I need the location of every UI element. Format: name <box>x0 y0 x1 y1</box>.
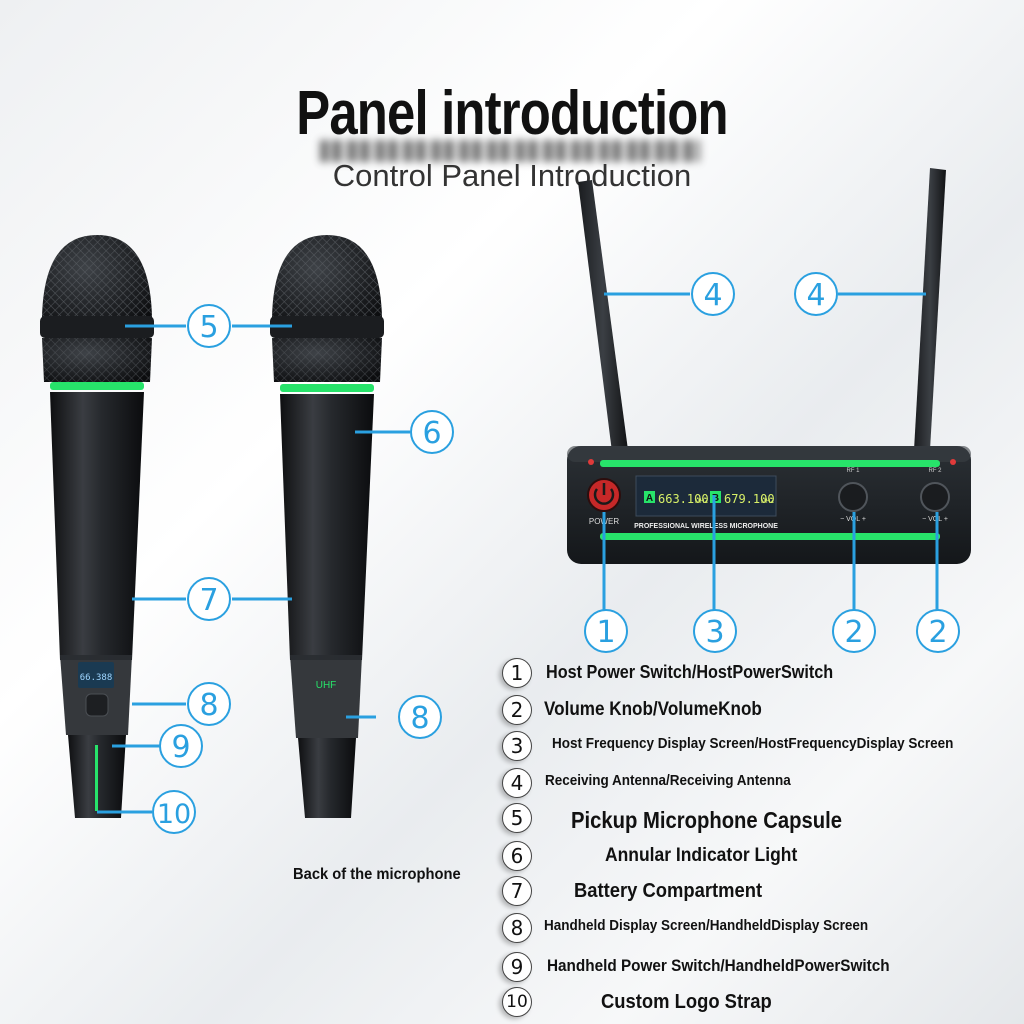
handheld-display-value: 66.388 <box>80 673 113 683</box>
legend-number: 7 <box>502 876 532 906</box>
callout-number-2-right: 2 <box>928 615 947 650</box>
page-title: Panel introduction <box>296 79 728 148</box>
legend-number: 1 <box>502 658 532 688</box>
indicator-ring-right <box>280 384 374 392</box>
microphone-left: 66.388 <box>40 235 154 818</box>
legend-item: 10 Custom Logo Strap <box>498 987 1018 1021</box>
legend-item: 6 Annular Indicator Light <box>498 841 1018 875</box>
legend-number: 5 <box>502 803 532 833</box>
handheld-power-button <box>85 693 109 717</box>
legend-text: Battery Compartment <box>574 880 763 902</box>
handheld-display-screen <box>78 662 114 688</box>
channel-a-letter: A <box>646 493 653 504</box>
channel-a-frequency: 663.100 <box>658 492 709 506</box>
callout-circles <box>152 272 960 834</box>
legend-text: Receiving Antenna/Receiving Antenna <box>545 772 791 789</box>
volume-knob-1 <box>838 482 868 512</box>
legend-number: 10 <box>502 987 532 1017</box>
legend-text: Handheld Power Switch/HandheldPowerSwitc… <box>547 956 890 975</box>
mic-band-label: UHF <box>316 680 337 691</box>
legend-item: 9 Handheld Power Switch/HandheldPowerSwi… <box>498 952 1018 986</box>
callout-number-3: 3 <box>705 615 724 650</box>
antenna-right <box>914 168 946 450</box>
callout-number-4-left: 4 <box>703 278 722 313</box>
legend-item: 3 Host Frequency Display Screen/HostFreq… <box>498 731 1018 765</box>
callout-lines <box>97 292 939 814</box>
legend-number: 8 <box>502 913 532 943</box>
legend-number: 4 <box>502 768 532 798</box>
legend-number: 2 <box>502 695 532 725</box>
rf2-label: RF 2 <box>928 468 942 474</box>
legend-text: Host Power Switch/HostPowerSwitch <box>546 662 834 682</box>
subtitle-blur-overlay <box>320 140 700 162</box>
callout-number-8-left: 8 <box>199 688 218 723</box>
callout-number-8-right: 8 <box>410 701 429 736</box>
legend-item: 7 Battery Compartment <box>498 876 1018 910</box>
callout-number-5: 5 <box>199 310 218 345</box>
legend-text: Annular Indicator Light <box>605 845 798 866</box>
callout-number-6: 6 <box>422 416 441 451</box>
page-subtitle: Control Panel Introduction <box>332 158 692 193</box>
rf1-label: RF 1 <box>846 468 860 474</box>
legend-item: 1 Host Power Switch/HostPowerSwitch <box>498 658 1018 692</box>
channel-a-unit: MHZ <box>695 499 708 505</box>
legend-item: 2 Volume Knob/VolumeKnob <box>498 695 1018 729</box>
receiver-unit: POWER A 663.100 MHZ B 679.100 MHZ PROFES… <box>567 446 971 564</box>
volume-label-2: − VOL + <box>922 516 948 523</box>
legend-text: Pickup Microphone Capsule <box>571 807 843 833</box>
host-frequency-display <box>635 475 777 517</box>
antenna-left <box>578 180 628 452</box>
volume-knob-2 <box>920 482 950 512</box>
back-of-microphone-caption: Back of the microphone <box>293 866 461 883</box>
channel-b-frequency: 679.100 <box>724 492 775 506</box>
legend-text: Handheld Display Screen/HandheldDisplay … <box>544 917 869 934</box>
callout-number-10: 10 <box>157 799 191 830</box>
brand-label: PROFESSIONAL WIRELESS MICROPHONE <box>634 523 778 530</box>
callout-number-1: 1 <box>596 615 615 650</box>
microphone-right: UHF <box>270 235 384 818</box>
legend-number: 3 <box>502 731 532 761</box>
indicator-ring-left <box>50 382 144 390</box>
legend-text: Volume Knob/VolumeKnob <box>544 699 762 720</box>
legend-number: 9 <box>502 952 532 982</box>
legend-number: 6 <box>502 841 532 871</box>
callout-number-7: 7 <box>199 583 218 618</box>
callout-number-4-right: 4 <box>806 278 825 313</box>
channel-b-unit: MHZ <box>761 499 774 505</box>
legend-item: 8 Handheld Display Screen/HandheldDispla… <box>498 913 1018 947</box>
legend-text: Host Frequency Display Screen/HostFreque… <box>552 735 954 752</box>
legend-item: 5 Pickup Microphone Capsule <box>498 803 1018 837</box>
legend-text: Custom Logo Strap <box>601 991 772 1013</box>
legend-item: 4 Receiving Antenna/Receiving Antenna <box>498 768 1018 802</box>
callout-number-2-left: 2 <box>844 615 863 650</box>
callout-number-9: 9 <box>171 730 190 765</box>
